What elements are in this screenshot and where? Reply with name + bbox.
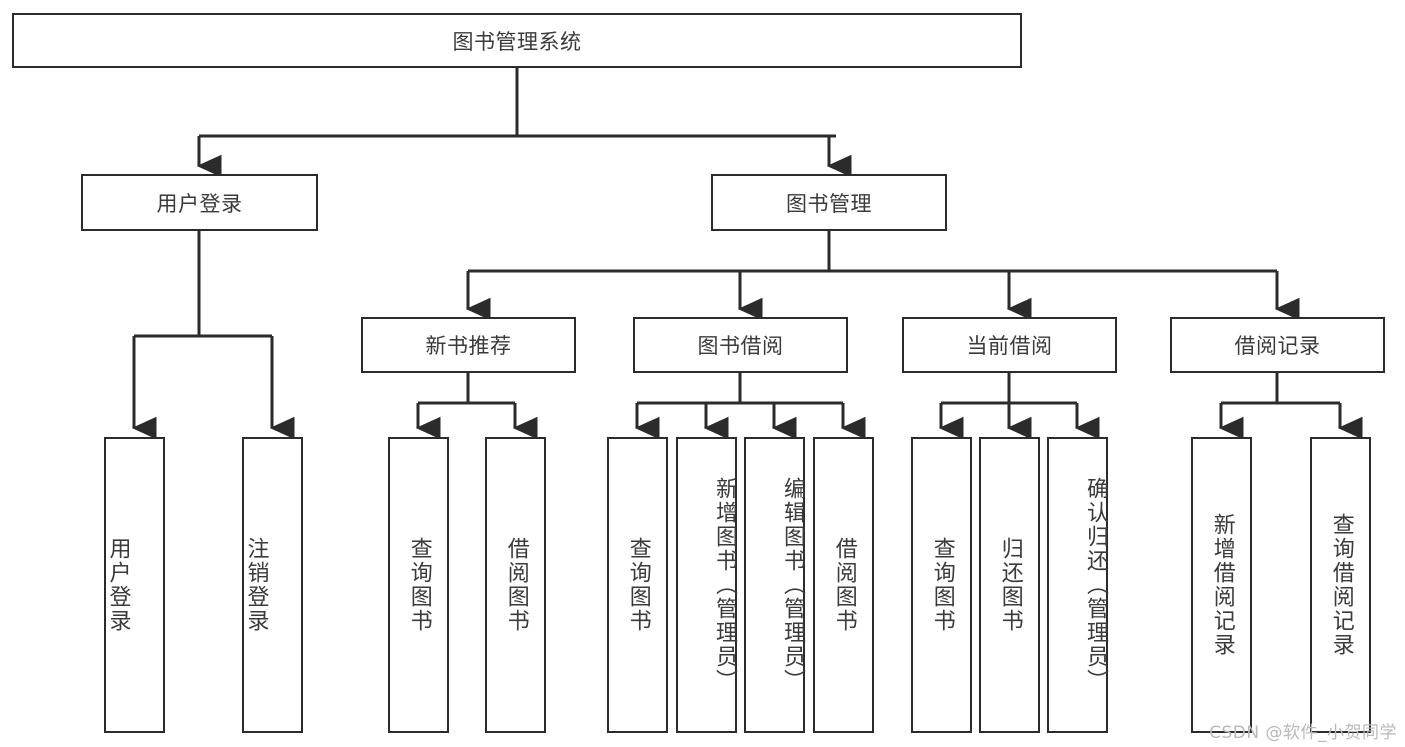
node-label: 借阅记录 (1234, 334, 1321, 358)
node-root-system[interactable]: 图书管理系统 (12, 13, 1022, 68)
node-label: 用户登录 (105, 537, 131, 633)
node-label: 归还图书 (997, 537, 1023, 633)
node-label: 用户登录 (156, 191, 243, 216)
node-label: 图书借阅 (697, 334, 784, 358)
leaf-query-borrow-record[interactable]: 查询借阅记录 (1310, 437, 1371, 733)
node-current-borrow[interactable]: 当前借阅 (902, 317, 1117, 373)
leaf-query-book-borrow[interactable]: 查询图书 (607, 437, 668, 733)
leaf-query-book-recommend[interactable]: 查询图书 (388, 437, 449, 733)
node-label: 当前借阅 (966, 334, 1053, 358)
node-user-login[interactable]: 用户登录 (81, 174, 318, 231)
leaf-add-borrow-record[interactable]: 新增借阅记录 (1191, 437, 1252, 733)
node-label: 图书管理 (786, 191, 872, 216)
leaf-edit-book-admin[interactable]: 编辑图书（管理员） (744, 437, 805, 733)
watermark-text: CSDN @软件_小贺同学 (1209, 723, 1397, 743)
leaf-borrow-book-recommend[interactable]: 借阅图书 (485, 437, 546, 733)
node-label: 确认归还（管理员） (1083, 477, 1108, 693)
node-label: 查询图书 (929, 537, 955, 633)
leaf-query-book-current[interactable]: 查询图书 (911, 437, 972, 733)
leaf-borrow-book[interactable]: 借阅图书 (813, 437, 874, 733)
leaf-add-book-admin[interactable]: 新增图书（管理员） (676, 437, 737, 733)
leaf-user-logout[interactable]: 注销登录 (242, 437, 303, 733)
node-label: 注销登录 (243, 537, 269, 633)
node-label: 查询图书 (625, 537, 651, 633)
leaf-user-login[interactable]: 用户登录 (104, 437, 165, 733)
node-label: 借阅图书 (831, 537, 857, 633)
node-book-management[interactable]: 图书管理 (711, 174, 947, 231)
node-label: 编辑图书（管理员） (780, 477, 805, 693)
node-label: 图书管理系统 (452, 29, 582, 54)
node-label: 借阅图书 (503, 537, 529, 633)
node-label: 查询图书 (406, 537, 432, 633)
node-book-borrow[interactable]: 图书借阅 (633, 317, 848, 373)
node-borrow-record[interactable]: 借阅记录 (1170, 317, 1385, 373)
node-label: 新增借阅记录 (1209, 513, 1235, 657)
node-label: 新增图书（管理员） (712, 477, 737, 693)
node-label: 新书推荐 (425, 334, 512, 358)
leaf-confirm-return-admin[interactable]: 确认归还（管理员） (1047, 437, 1108, 733)
leaf-return-book[interactable]: 归还图书 (979, 437, 1040, 733)
node-label: 查询借阅记录 (1328, 513, 1354, 657)
node-new-book-recommend[interactable]: 新书推荐 (361, 317, 576, 373)
